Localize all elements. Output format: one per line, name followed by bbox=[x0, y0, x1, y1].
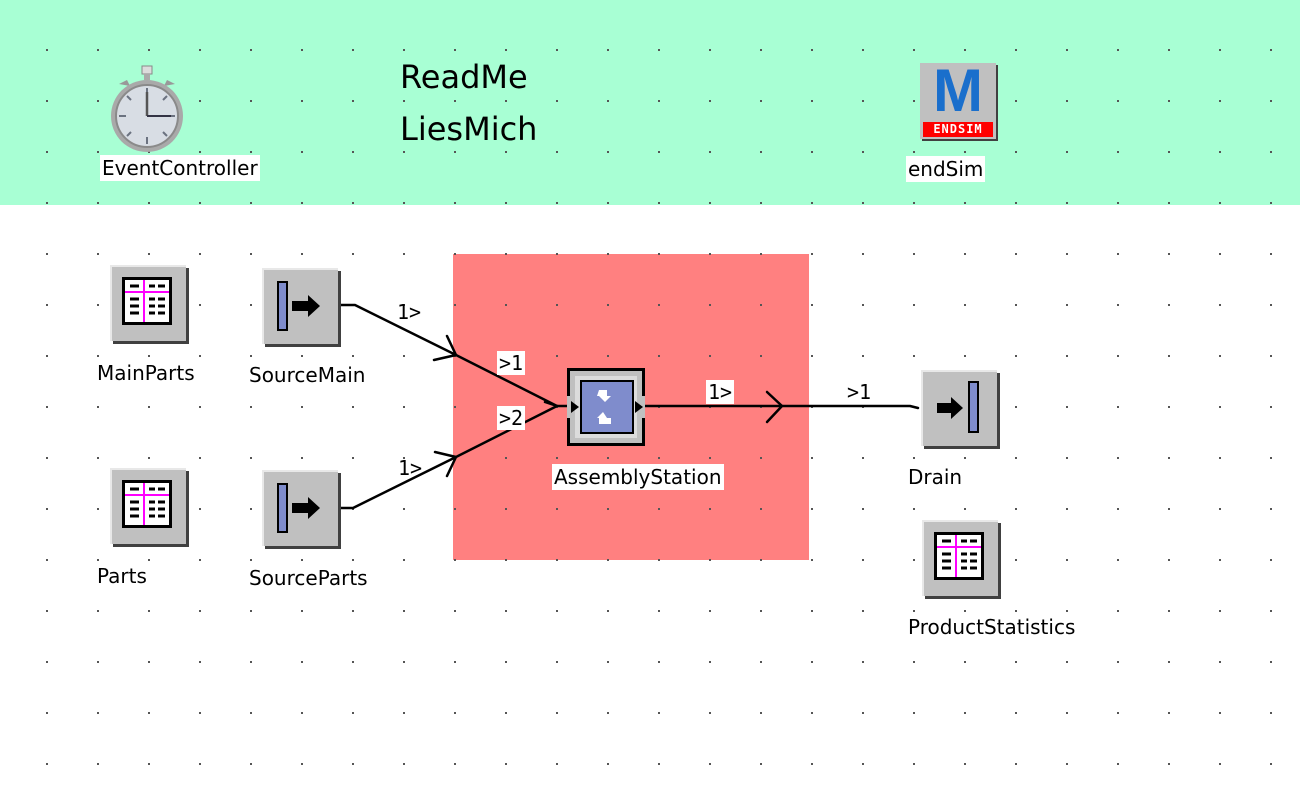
event-controller-label: EventController bbox=[100, 155, 260, 181]
sourcemain[interactable]: SourceMain bbox=[247, 268, 397, 393]
flow-arrow-icon bbox=[432, 334, 458, 362]
readme-note[interactable]: ReadMe LiesMich bbox=[400, 52, 570, 156]
source-icon bbox=[262, 470, 338, 546]
endsim-icon: M ENDSIM bbox=[920, 59, 996, 139]
sourcemain-label: SourceMain bbox=[249, 363, 366, 387]
connector-sourcemain-assembly[interactable] bbox=[338, 303, 569, 408]
readme-line1: ReadMe bbox=[400, 58, 528, 96]
drain-icon bbox=[921, 370, 997, 446]
connector-port-arrow-icon bbox=[543, 400, 559, 408]
connector-label-out: 1> bbox=[706, 380, 735, 404]
connector-label-out: 1> bbox=[397, 300, 422, 324]
table-icon bbox=[110, 468, 186, 544]
assembly-station-icon bbox=[567, 368, 645, 446]
assembly-station-label: AssemblyStation bbox=[552, 464, 724, 490]
source-icon bbox=[262, 268, 338, 344]
endsim-icon-banner: ENDSIM bbox=[923, 122, 993, 137]
table-icon bbox=[922, 520, 998, 596]
endsim[interactable]: M ENDSIM endSim bbox=[906, 59, 1016, 190]
mainparts-label: MainParts bbox=[97, 361, 195, 385]
drain[interactable]: Drain bbox=[906, 370, 1016, 495]
productstatistics-label: ProductStatistics bbox=[908, 615, 1076, 639]
mainparts-table[interactable]: MainParts bbox=[95, 265, 225, 390]
assembly-station[interactable]: AssemblyStation bbox=[552, 368, 752, 493]
stopwatch-icon bbox=[111, 65, 183, 152]
endsim-label: endSim bbox=[906, 156, 986, 182]
flow-arrow-icon bbox=[433, 450, 458, 478]
event-controller[interactable]: EventController bbox=[100, 55, 290, 185]
sourceparts-label: SourceParts bbox=[249, 566, 368, 590]
connector-label-in: >2 bbox=[497, 406, 526, 430]
connector-assembly-drain[interactable] bbox=[641, 390, 920, 424]
parts-label: Parts bbox=[97, 564, 147, 588]
drain-label: Drain bbox=[908, 465, 963, 489]
connector-label-in: >1 bbox=[845, 380, 874, 404]
table-icon bbox=[110, 265, 186, 341]
flow-arrow-icon bbox=[765, 390, 784, 424]
readme-line2: LiesMich bbox=[400, 110, 538, 148]
connector-sourceparts-assembly[interactable] bbox=[338, 404, 559, 510]
sourceparts[interactable]: SourceParts bbox=[247, 470, 397, 595]
connector-line[interactable] bbox=[641, 404, 920, 410]
productstatistics-table[interactable]: ProductStatistics bbox=[906, 520, 1116, 645]
parts-table[interactable]: Parts bbox=[95, 468, 225, 593]
connector-label-out: 1> bbox=[398, 456, 423, 480]
endsim-icon-letter: M bbox=[933, 57, 983, 124]
connector-label-in: >1 bbox=[497, 351, 526, 375]
connector-line[interactable] bbox=[338, 404, 559, 510]
